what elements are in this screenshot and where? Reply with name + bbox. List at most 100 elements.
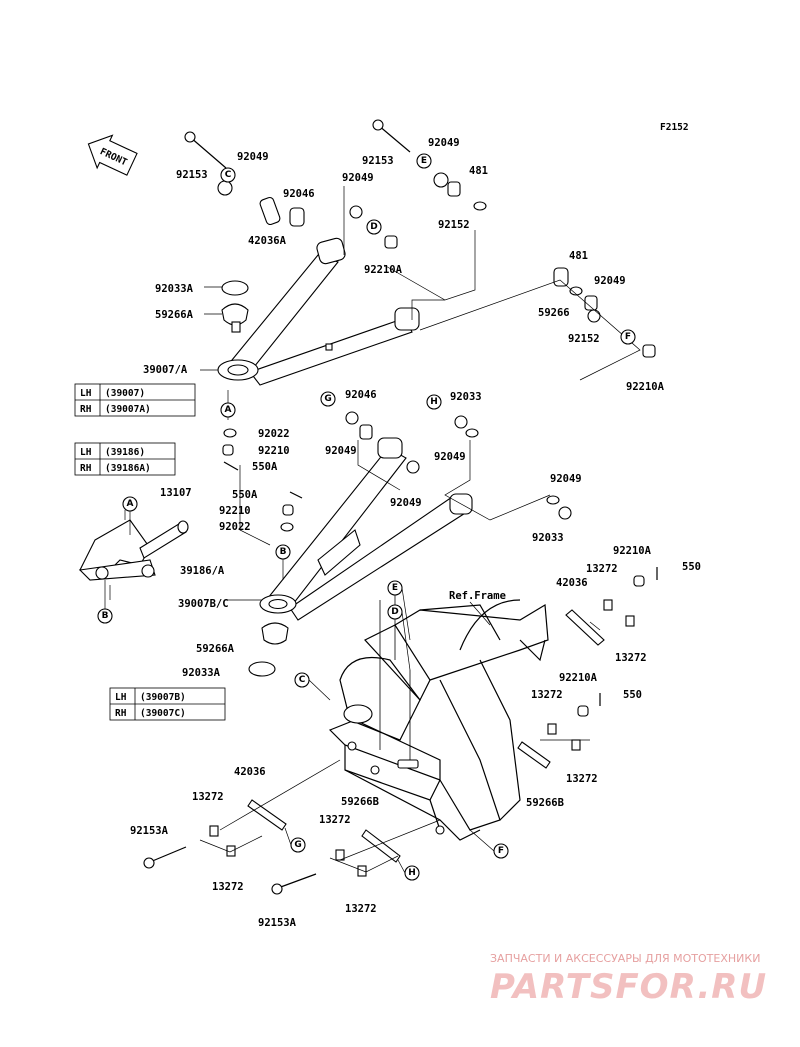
- callout-b2: B: [97, 608, 113, 624]
- svg-text:B: B: [280, 547, 287, 557]
- lh-rh-table-2: LH (39186) RH (39186A): [74, 442, 176, 476]
- part-label: 13272: [566, 773, 598, 785]
- callout-h: H: [426, 394, 442, 410]
- part-label: 13272: [192, 791, 224, 803]
- svg-text:G: G: [294, 840, 301, 850]
- upper-a-arm: [217, 237, 420, 386]
- part-label: 92049: [434, 451, 466, 463]
- svg-text:C: C: [299, 675, 306, 685]
- upper-hardware: [184, 119, 656, 358]
- svg-text:F: F: [625, 332, 631, 342]
- svg-text:(39007A): (39007A): [105, 404, 151, 415]
- part-label: 92153: [176, 169, 208, 181]
- callout-e2: E: [387, 580, 403, 596]
- part-label: 92152: [568, 333, 600, 345]
- callout-h2: H: [404, 865, 420, 881]
- part-label: 92210: [219, 505, 251, 517]
- svg-text:H: H: [430, 397, 438, 407]
- watermark: ЗАПЧАСТИ И АКСЕССУАРЫ ДЛЯ МОТОТЕХНИКИ PA…: [490, 952, 767, 1007]
- upper-leader-lines: [200, 186, 641, 420]
- figure-code: F2152: [660, 122, 689, 133]
- part-label: 13272: [531, 689, 563, 701]
- part-label: 92153A: [258, 917, 297, 929]
- callout-d: D: [366, 219, 382, 235]
- svg-text:RH: RH: [80, 404, 92, 415]
- part-label: 92210A: [559, 672, 598, 684]
- svg-text:F: F: [498, 846, 504, 856]
- part-label: 550: [682, 561, 701, 573]
- part-label: 59266A: [196, 643, 235, 655]
- callout-markers: C E D F A G H A B B E D C F G H: [97, 153, 636, 881]
- part-label: 13107: [160, 487, 192, 499]
- callout-b1: B: [275, 544, 291, 560]
- svg-text:E: E: [421, 156, 427, 166]
- part-label: 59266B: [341, 796, 379, 808]
- part-label: 13272: [319, 814, 351, 826]
- part-label: 13272: [345, 903, 377, 915]
- svg-text:H: H: [408, 868, 416, 878]
- part-label: 550A: [252, 461, 278, 473]
- part-label: 92049: [594, 275, 626, 287]
- part-label: 59266A: [155, 309, 194, 321]
- part-label: 13272: [212, 881, 244, 893]
- part-label: 92152: [438, 219, 470, 231]
- steering-knuckle: [78, 510, 189, 600]
- part-label: 92153A: [130, 825, 169, 837]
- part-label: 92033: [450, 391, 482, 403]
- bottom-hardware: [143, 567, 658, 895]
- part-label: 39007/A: [143, 364, 188, 376]
- svg-text:D: D: [370, 222, 377, 232]
- callout-leaders: [104, 511, 495, 874]
- part-label: 39186/A: [180, 565, 225, 577]
- part-label: 92049: [342, 172, 374, 184]
- part-label: 481: [569, 250, 588, 262]
- svg-text:D: D: [391, 607, 398, 617]
- callout-c: C: [220, 167, 236, 183]
- part-label: 92210A: [626, 381, 665, 393]
- part-label: 39007B/C: [178, 598, 229, 610]
- svg-text:B: B: [102, 611, 109, 621]
- svg-text:C: C: [225, 170, 232, 180]
- part-label: 92033A: [182, 667, 221, 679]
- lh-rh-table-3: LH (39007B) RH (39007C): [109, 687, 226, 721]
- frame: [328, 594, 549, 841]
- svg-text:(39007): (39007): [105, 388, 145, 399]
- part-label: 92153: [362, 155, 394, 167]
- svg-text:E: E: [392, 583, 398, 593]
- part-label: 550A: [232, 489, 258, 501]
- callout-e: E: [416, 153, 432, 169]
- part-label: 92022: [258, 428, 290, 440]
- part-label: 92046: [345, 389, 377, 401]
- lower-hardware: [222, 411, 572, 677]
- part-label: 42036: [556, 577, 588, 589]
- svg-text:PARTSFOR.RU: PARTSFOR.RU: [490, 967, 767, 1007]
- svg-text:RH: RH: [115, 708, 127, 719]
- part-label: 92046: [283, 188, 315, 200]
- part-label: 92049: [428, 137, 460, 149]
- svg-text:(39007C): (39007C): [140, 708, 186, 719]
- part-label: 59266: [538, 307, 570, 319]
- callout-d2: D: [387, 604, 403, 620]
- svg-text:RH: RH: [80, 463, 92, 474]
- part-label: 92049: [237, 151, 269, 163]
- callout-f: F: [620, 329, 636, 345]
- svg-text:LH: LH: [115, 692, 127, 703]
- callout-g: G: [320, 391, 336, 407]
- part-label: 59266B: [526, 797, 564, 809]
- svg-text:LH: LH: [80, 388, 92, 399]
- part-label: 42036A: [248, 235, 287, 247]
- svg-text:G: G: [324, 394, 331, 404]
- part-label: 481: [469, 165, 488, 177]
- svg-text:ЗАПЧАСТИ И АКСЕССУАРЫ ДЛЯ МОТО: ЗАПЧАСТИ И АКСЕССУАРЫ ДЛЯ МОТОТЕХНИКИ: [490, 952, 760, 965]
- part-label: 92049: [390, 497, 422, 509]
- part-label: 92033: [532, 532, 564, 544]
- callout-a1: A: [220, 402, 236, 418]
- callout-f2: F: [493, 843, 509, 859]
- part-label: 13272: [586, 563, 618, 575]
- ref-frame-label: Ref.Frame: [449, 590, 506, 602]
- svg-text:(39186A): (39186A): [105, 463, 151, 474]
- part-label: 92033A: [155, 283, 194, 295]
- svg-text:(39186): (39186): [105, 447, 145, 458]
- part-label: 92210: [258, 445, 290, 457]
- svg-text:LH: LH: [80, 447, 92, 458]
